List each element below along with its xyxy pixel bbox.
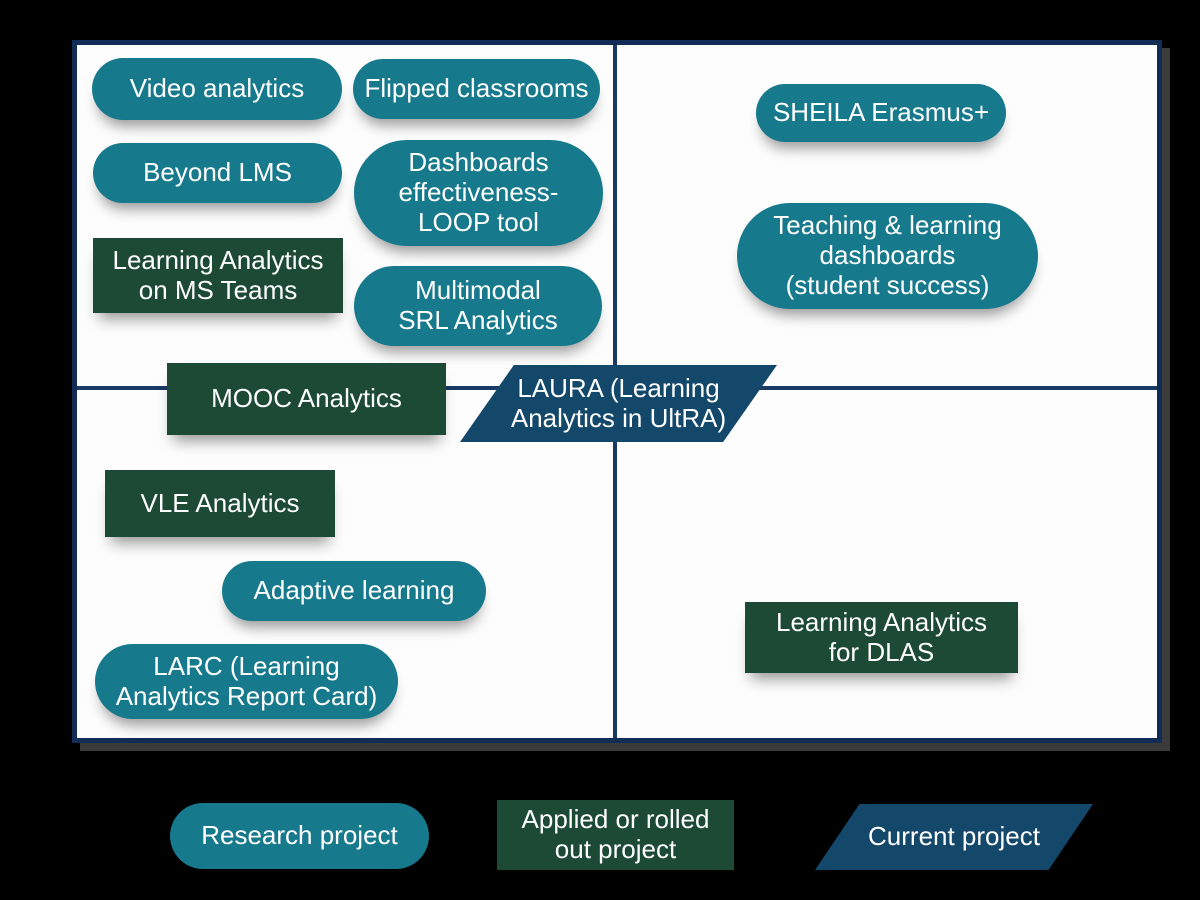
node-label-laura: LAURA (Learning Analytics in UltRA) xyxy=(510,372,727,433)
node-label-video-analytics: Video analytics xyxy=(129,73,305,104)
node-label-legend-applied: Applied or rolled out project xyxy=(521,804,710,864)
node-label-sheila-erasmus: SHEILA Erasmus+ xyxy=(772,97,990,128)
node-label-la-ms-teams: Learning Analytics on MS Teams xyxy=(112,244,324,305)
node-label-multimodal-srl: Multimodal SRL Analytics xyxy=(398,275,558,335)
node-sheila-erasmus: SHEILA Erasmus+ xyxy=(756,84,1006,142)
node-la-ms-teams: Learning Analytics on MS Teams xyxy=(93,238,343,313)
node-label-beyond-lms: Beyond LMS xyxy=(143,157,292,188)
node-legend-applied: Applied or rolled out project xyxy=(497,800,734,870)
node-la-dlas: Learning Analytics for DLAS xyxy=(745,602,1018,673)
node-mooc-analytics: MOOC Analytics xyxy=(167,363,446,435)
node-label-larc: LARC (Learning Analytics Report Card) xyxy=(115,650,378,711)
node-label-la-dlas: Learning Analytics for DLAS xyxy=(775,606,988,667)
node-beyond-lms: Beyond LMS xyxy=(93,143,342,203)
node-label-legend-current: Current project xyxy=(868,821,1040,852)
node-multimodal-srl: Multimodal SRL Analytics xyxy=(354,266,602,346)
node-legend-research: Research project xyxy=(170,803,429,869)
node-adaptive-learning: Adaptive learning xyxy=(222,561,486,621)
node-label-teaching-dashboards: Teaching & learning dashboards (student … xyxy=(773,210,1002,300)
node-vle-analytics: VLE Analytics xyxy=(105,470,335,537)
node-label-dashboards-loop: Dashboards effectiveness- LOOP tool xyxy=(398,147,559,237)
node-label-vle-analytics: VLE Analytics xyxy=(140,487,300,518)
node-dashboards-loop: Dashboards effectiveness- LOOP tool xyxy=(354,140,603,246)
node-label-legend-research: Research project xyxy=(201,820,398,851)
node-label-flipped-classrooms: Flipped classrooms xyxy=(364,73,589,104)
node-flipped-classrooms: Flipped classrooms xyxy=(353,59,600,119)
node-teaching-dashboards: Teaching & learning dashboards (student … xyxy=(737,203,1038,309)
node-label-adaptive-learning: Adaptive learning xyxy=(253,575,455,606)
node-video-analytics: Video analytics xyxy=(92,58,342,120)
node-laura: LAURA (Learning Analytics in UltRA) xyxy=(460,365,777,442)
node-label-mooc-analytics: MOOC Analytics xyxy=(211,383,402,414)
node-larc: LARC (Learning Analytics Report Card) xyxy=(95,644,398,719)
node-legend-current: Current project xyxy=(815,804,1093,870)
